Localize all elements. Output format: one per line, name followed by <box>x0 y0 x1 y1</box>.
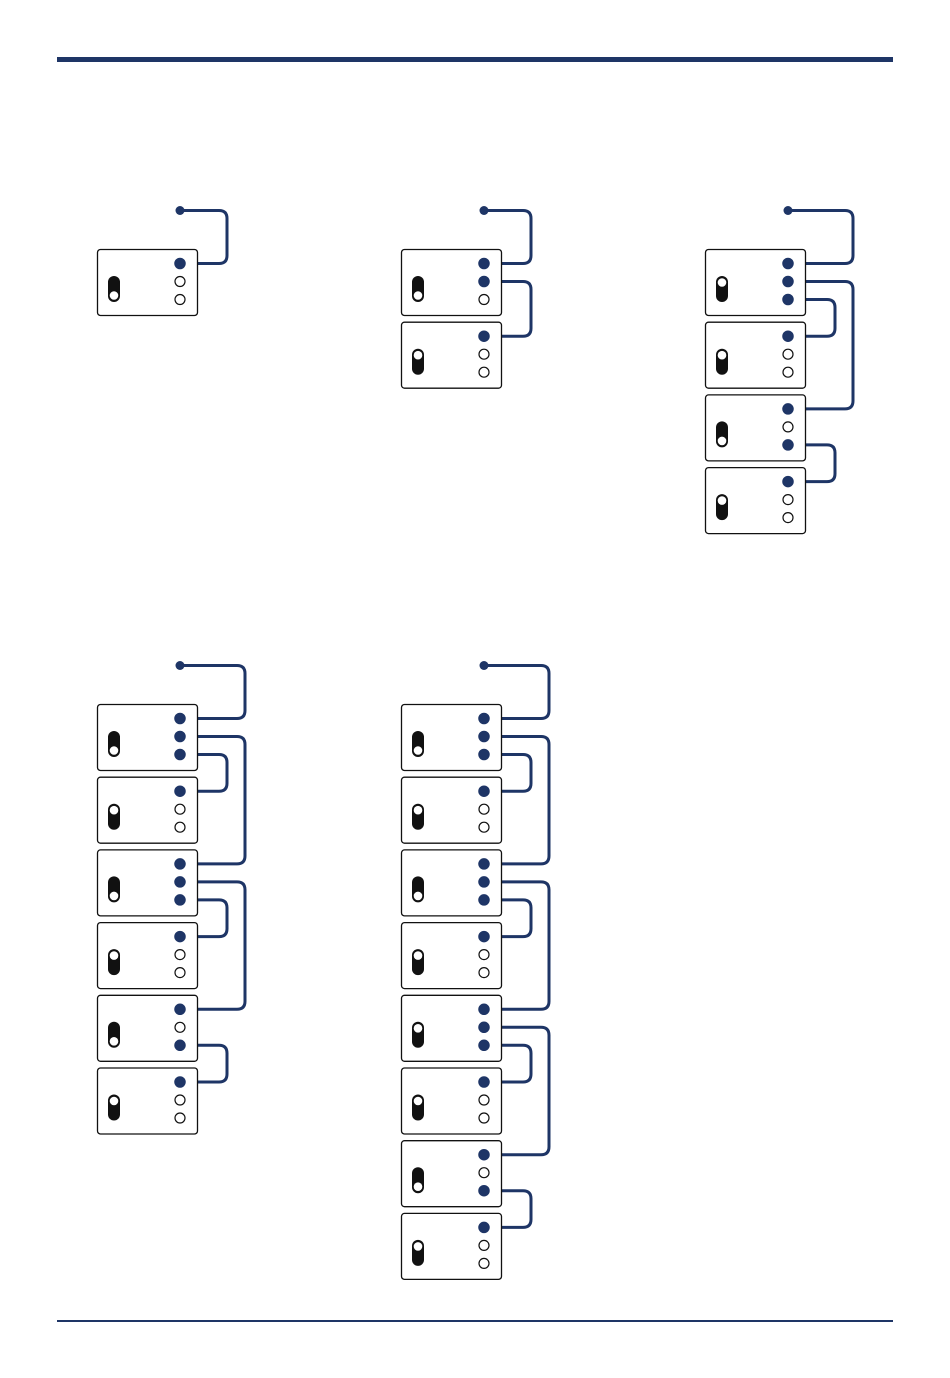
connected-port-icon <box>479 1004 489 1014</box>
connected-port-icon <box>479 277 489 287</box>
switch-knob-up <box>718 351 727 360</box>
connected-port-icon <box>479 877 489 887</box>
connected-port-icon <box>479 750 489 760</box>
connected-port-icon <box>479 859 489 869</box>
switch-knob-down <box>110 746 119 755</box>
open-port-icon <box>479 1168 489 1178</box>
open-port-icon <box>783 513 793 523</box>
config-1-module <box>98 206 228 316</box>
switch-knob-up <box>414 1024 423 1033</box>
open-port-icon <box>175 950 185 960</box>
open-port-icon <box>783 367 793 377</box>
connected-port-icon <box>479 259 489 269</box>
connected-port-icon <box>783 259 793 269</box>
connected-port-icon <box>479 1222 489 1232</box>
open-port-icon <box>175 804 185 814</box>
switch-knob-up <box>414 1242 423 1251</box>
open-port-icon <box>175 1022 185 1032</box>
open-port-icon <box>175 1113 185 1123</box>
connected-port-icon <box>479 331 489 341</box>
connected-port-icon <box>479 895 489 905</box>
connected-port-icon <box>479 1186 489 1196</box>
connected-port-icon <box>479 1150 489 1160</box>
connected-port-icon <box>479 1040 489 1050</box>
config-6-modules <box>98 661 246 1134</box>
open-port-icon <box>479 295 489 305</box>
connected-port-icon <box>175 1040 185 1050</box>
connected-port-icon <box>479 786 489 796</box>
connected-port-icon <box>479 1022 489 1032</box>
switch-knob-up <box>414 351 423 360</box>
open-port-icon <box>479 950 489 960</box>
connected-port-icon <box>783 295 793 305</box>
bus-input-dot <box>480 661 489 670</box>
switch-knob-down <box>110 892 119 901</box>
open-port-icon <box>479 1240 489 1250</box>
open-port-icon <box>175 968 185 978</box>
config-2-modules <box>402 206 532 388</box>
switch-knob-up <box>414 951 423 960</box>
open-port-icon <box>479 1095 489 1105</box>
config-4-modules <box>706 206 854 534</box>
switch-knob-up <box>718 278 727 287</box>
bottom-rule <box>57 1320 893 1322</box>
open-port-icon <box>479 968 489 978</box>
connected-port-icon <box>175 750 185 760</box>
bus-input-dot <box>176 206 185 215</box>
connected-port-icon <box>783 477 793 487</box>
switch-knob-up <box>110 1097 119 1106</box>
open-port-icon <box>479 367 489 377</box>
connected-port-icon <box>175 1004 185 1014</box>
switch-knob-up <box>110 951 119 960</box>
open-port-icon <box>175 277 185 287</box>
switch-knob-down <box>414 892 423 901</box>
connected-port-icon <box>479 732 489 742</box>
bus-input-dot <box>480 206 489 215</box>
switch-knob-down <box>414 746 423 755</box>
bus-input-dot <box>176 661 185 670</box>
switch-knob-down <box>718 437 727 446</box>
connected-port-icon <box>175 859 185 869</box>
switch-knob-up <box>414 1097 423 1106</box>
connected-port-icon <box>783 277 793 287</box>
open-port-icon <box>479 822 489 832</box>
switch-knob-up <box>414 806 423 815</box>
connected-port-icon <box>479 714 489 724</box>
connected-port-icon <box>175 714 185 724</box>
connected-port-icon <box>783 440 793 450</box>
switch-knob-up <box>110 806 119 815</box>
switch-knob-down <box>414 291 423 300</box>
connected-port-icon <box>479 1077 489 1087</box>
open-port-icon <box>479 1258 489 1268</box>
connected-port-icon <box>175 732 185 742</box>
open-port-icon <box>479 804 489 814</box>
connected-port-icon <box>175 1077 185 1087</box>
open-port-icon <box>783 349 793 359</box>
config-8-modules <box>402 661 550 1279</box>
connected-port-icon <box>175 895 185 905</box>
switch-knob-down <box>110 291 119 300</box>
open-port-icon <box>175 822 185 832</box>
switch-knob-up <box>718 496 727 505</box>
open-port-icon <box>479 349 489 359</box>
open-port-icon <box>175 295 185 305</box>
connected-port-icon <box>783 404 793 414</box>
connected-port-icon <box>783 331 793 341</box>
switch-knob-down <box>110 1037 119 1046</box>
open-port-icon <box>479 1113 489 1123</box>
connected-port-icon <box>175 932 185 942</box>
open-port-icon <box>783 422 793 432</box>
connected-port-icon <box>175 259 185 269</box>
bus-input-dot <box>784 206 793 215</box>
connected-port-icon <box>479 932 489 942</box>
open-port-icon <box>783 495 793 505</box>
connected-port-icon <box>175 786 185 796</box>
open-port-icon <box>175 1095 185 1105</box>
connected-port-icon <box>175 877 185 887</box>
switch-knob-down <box>414 1182 423 1191</box>
